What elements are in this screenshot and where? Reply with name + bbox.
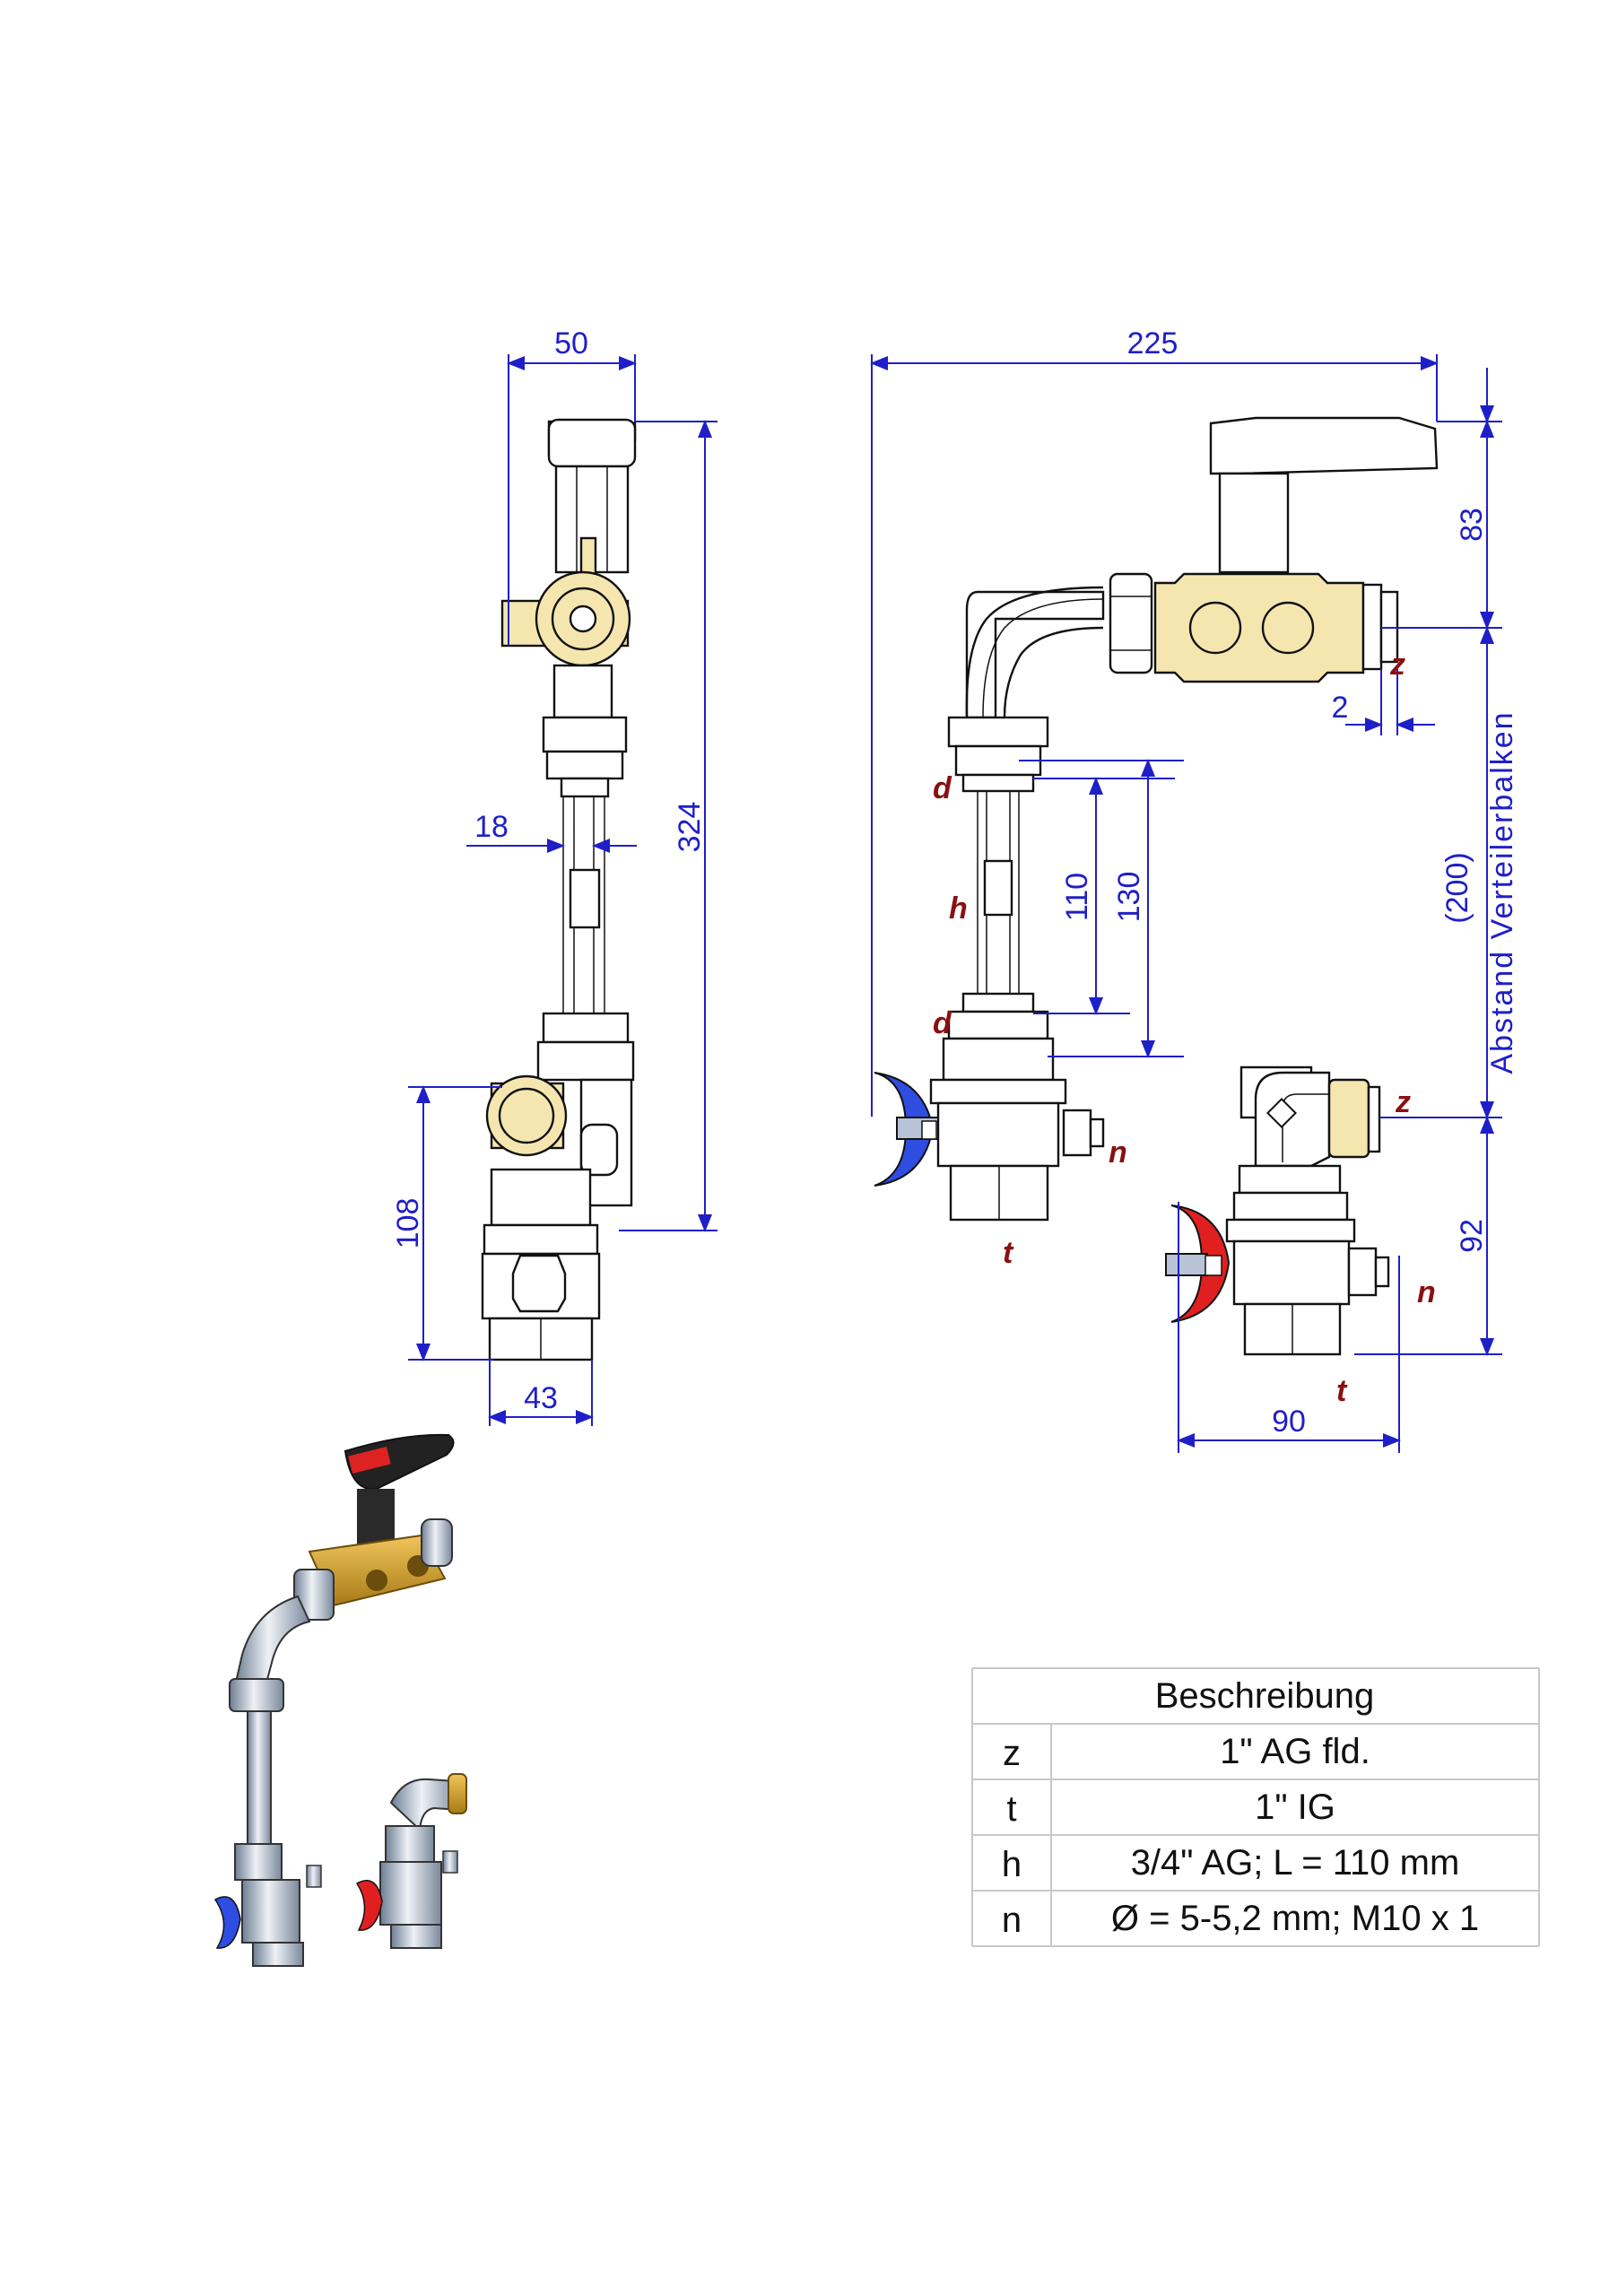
- front-view-labels: d h d z n t z n t: [933, 648, 1436, 1408]
- dim-distance-label: Abstand Verteilerbalken: [1485, 710, 1519, 1074]
- label-z-upper: z: [1389, 648, 1405, 682]
- dim-pipe-offset: 18: [474, 810, 509, 844]
- label-t-return: t: [1336, 1374, 1348, 1408]
- dim-height-total: 324: [673, 802, 707, 853]
- label-h: h: [949, 891, 968, 926]
- front-view: 225 83 (200) Abstand Verteilerbalken 92 …: [870, 326, 1519, 1453]
- label-z-return: z: [1395, 1085, 1411, 1119]
- label-n-return: n: [1417, 1275, 1436, 1309]
- dim-pipe-span: 130: [1112, 872, 1146, 923]
- label-d-upper: d: [933, 771, 952, 805]
- side-view-dimensions: 50 18 324 108 43: [391, 326, 718, 1426]
- table-row-value: 1" AG fld.: [1220, 1732, 1370, 1771]
- isometric-rendering: [213, 1433, 467, 1967]
- dim-width-total: 225: [1127, 326, 1178, 361]
- table-row-key: n: [1002, 1900, 1022, 1940]
- label-t-supply: t: [1003, 1236, 1014, 1270]
- label-d-lower: d: [933, 1006, 952, 1040]
- dim-return-width: 90: [1272, 1405, 1306, 1439]
- description-table: Beschreibung z 1" AG fld. t 1" IG h 3/4"…: [971, 1667, 1540, 1947]
- table-row-value: Ø = 5-5,2 mm; M10 x 1: [1111, 1899, 1479, 1938]
- table-row-value: 1" IG: [1255, 1787, 1335, 1827]
- dim-distance-value: (200): [1440, 852, 1474, 923]
- table-row-key: h: [1002, 1845, 1022, 1884]
- dim-return-height: 92: [1455, 1219, 1489, 1253]
- side-view-geometry: [481, 418, 637, 1361]
- dim-width-bottom: 43: [524, 1381, 558, 1415]
- dim-height-bottom: 108: [391, 1198, 425, 1249]
- dim-offset-small: 2: [1332, 691, 1349, 725]
- table-row-key: t: [1006, 1789, 1016, 1829]
- table-header: Beschreibung: [1155, 1676, 1375, 1716]
- front-view-geometry: [874, 416, 1439, 1356]
- label-n-supply: n: [1109, 1135, 1127, 1170]
- side-view: 50 18 324 108 43: [391, 326, 718, 1426]
- dim-width-top: 50: [554, 326, 588, 361]
- dim-handle-height: 83: [1455, 508, 1489, 542]
- dim-pipe-length: 110: [1060, 873, 1094, 921]
- front-view-dimensions: 225 83 (200) Abstand Verteilerbalken 92 …: [870, 326, 1519, 1453]
- table-row-key: z: [1003, 1734, 1021, 1773]
- table-row-value: 3/4" AG; L = 110 mm: [1131, 1843, 1460, 1883]
